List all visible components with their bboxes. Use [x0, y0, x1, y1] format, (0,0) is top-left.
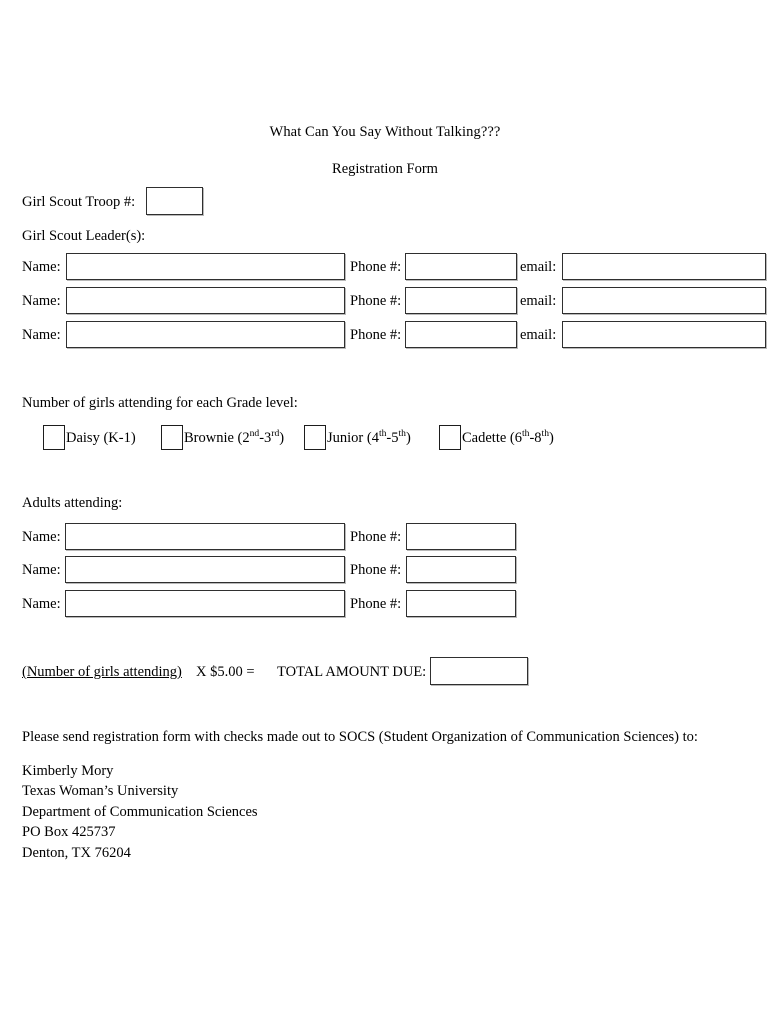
leader-name-input-1[interactable] [66, 253, 345, 280]
adult-name-label-3: Name: [22, 596, 61, 612]
mailing-instructions: Please send registration form with check… [22, 729, 698, 745]
adult-phone-input-3[interactable] [406, 590, 516, 617]
leader-phone-label-3: Phone #: [350, 327, 402, 343]
adult-name-input-1[interactable] [65, 523, 345, 550]
grade-label-cadette: Cadette (6th-8th) [462, 428, 554, 446]
adult-name-label-1: Name: [22, 529, 61, 545]
leader-email-input-3[interactable] [562, 321, 766, 348]
grade-checkbox-junior[interactable] [304, 425, 326, 450]
grade-label-junior: Junior (4th-5th) [327, 428, 411, 446]
adult-name-input-3[interactable] [65, 590, 345, 617]
adult-phone-input-1[interactable] [406, 523, 516, 550]
girls-count-label: (Number of girls attending) [22, 664, 182, 680]
total-formula: X $5.00 = [196, 664, 255, 680]
leader-email-input-2[interactable] [562, 287, 766, 314]
adult-phone-input-2[interactable] [406, 556, 516, 583]
adults-heading: Adults attending: [22, 495, 123, 511]
grade-checkbox-daisy[interactable] [43, 425, 65, 450]
leader-name-label-1: Name: [22, 259, 61, 275]
leader-name-label-3: Name: [22, 327, 61, 343]
leader-email-input-1[interactable] [562, 253, 766, 280]
leader-phone-input-1[interactable] [405, 253, 517, 280]
leaders-heading: Girl Scout Leader(s): [22, 228, 146, 244]
leader-phone-label-1: Phone #: [350, 259, 402, 275]
leader-email-label-1: email: [520, 259, 557, 275]
adult-name-label-2: Name: [22, 562, 61, 578]
grade-label-daisy: Daisy (K-1) [66, 430, 136, 446]
total-amount-due-label: TOTAL AMOUNT DUE: [277, 664, 427, 680]
leader-phone-label-2: Phone #: [350, 293, 402, 309]
leader-name-label-2: Name: [22, 293, 61, 309]
leader-email-label-2: email: [520, 293, 557, 309]
address-line-4: PO Box 425737 [22, 824, 116, 840]
leader-email-label-3: email: [520, 327, 557, 343]
address-line-5: Denton, TX 76204 [22, 845, 131, 861]
adult-phone-label-1: Phone #: [350, 529, 402, 545]
adult-phone-label-2: Phone #: [350, 562, 402, 578]
leader-phone-input-3[interactable] [405, 321, 517, 348]
grade-checkbox-cadette[interactable] [439, 425, 461, 450]
grade-levels-heading: Number of girls attending for each Grade… [22, 395, 298, 411]
leader-name-input-2[interactable] [66, 287, 345, 314]
leader-phone-input-2[interactable] [405, 287, 517, 314]
form-subtitle: Registration Form [332, 161, 438, 177]
adult-name-input-2[interactable] [65, 556, 345, 583]
address-line-3: Department of Communication Sciences [22, 804, 258, 820]
address-line-2: Texas Woman’s University [22, 783, 179, 799]
grade-label-brownie: Brownie (2nd-3rd) [184, 428, 285, 446]
total-amount-due-input[interactable] [430, 657, 528, 685]
troop-number-label: Girl Scout Troop #: [22, 194, 136, 210]
grade-checkbox-brownie[interactable] [161, 425, 183, 450]
address-line-1: Kimberly Mory [22, 763, 114, 779]
adult-phone-label-3: Phone #: [350, 596, 402, 612]
form-title: What Can You Say Without Talking??? [269, 124, 501, 140]
leader-name-input-3[interactable] [66, 321, 345, 348]
troop-number-input[interactable] [146, 187, 203, 215]
